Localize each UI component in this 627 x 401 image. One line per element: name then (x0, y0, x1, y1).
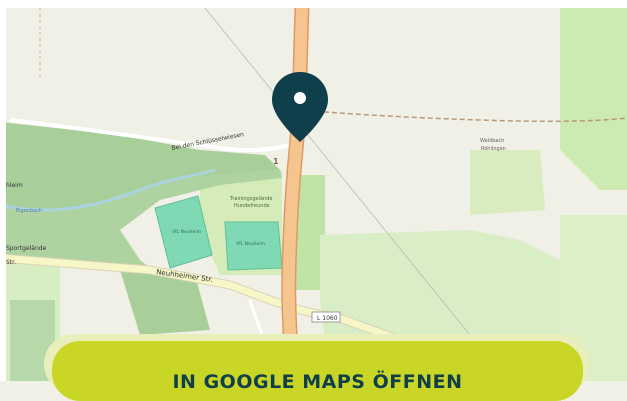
map-pin-icon[interactable] (270, 70, 330, 144)
road-badge-label: L 1060 (317, 315, 338, 322)
sports-pitch (154, 195, 213, 269)
track (299, 109, 627, 123)
stream (0, 168, 216, 212)
open-in-google-maps-button[interactable]: IN GOOGLE MAPS ÖFFNEN (52, 341, 583, 401)
map-view[interactable]: Bei den Schlüsselwiesen Neuhheimer Str. … (0, 0, 627, 381)
forest-area (0, 170, 282, 268)
left-strip (0, 0, 6, 381)
meadow-area (296, 175, 325, 290)
place-label-right: Waldbach (480, 138, 504, 144)
open-in-google-maps-label: IN GOOGLE MAPS ÖFFNEN (172, 371, 463, 393)
area-label-training-sub: Hundefreunde (234, 203, 270, 209)
edge-label-3: Str. (6, 259, 16, 266)
area-label-training: Trainingsgelände (229, 196, 272, 202)
top-strip (0, 0, 627, 8)
forest-area (120, 270, 210, 335)
map-pin-shape (272, 72, 328, 142)
power-line (204, 7, 471, 336)
edge-label-2: Sportgelände (6, 245, 47, 252)
place-label-right-sub: Röhlingen (481, 146, 506, 152)
stream-label: Eigenbach (16, 208, 42, 214)
pitch-label-left: VfL Neuheim (172, 229, 201, 235)
road-schluessel (9, 118, 291, 153)
forest-area (0, 122, 280, 212)
road-neuhheimer-fill (0, 254, 402, 344)
pitch-label-right: VfL Neuheim (236, 241, 265, 247)
forest-area (10, 300, 55, 381)
meadow-area (560, 8, 627, 190)
road-marker: 1 (273, 157, 279, 166)
meadow-area (470, 150, 545, 215)
road-badge (311, 311, 341, 323)
edge-label-1: hleim (6, 182, 23, 189)
map-pin-dot (294, 92, 306, 104)
